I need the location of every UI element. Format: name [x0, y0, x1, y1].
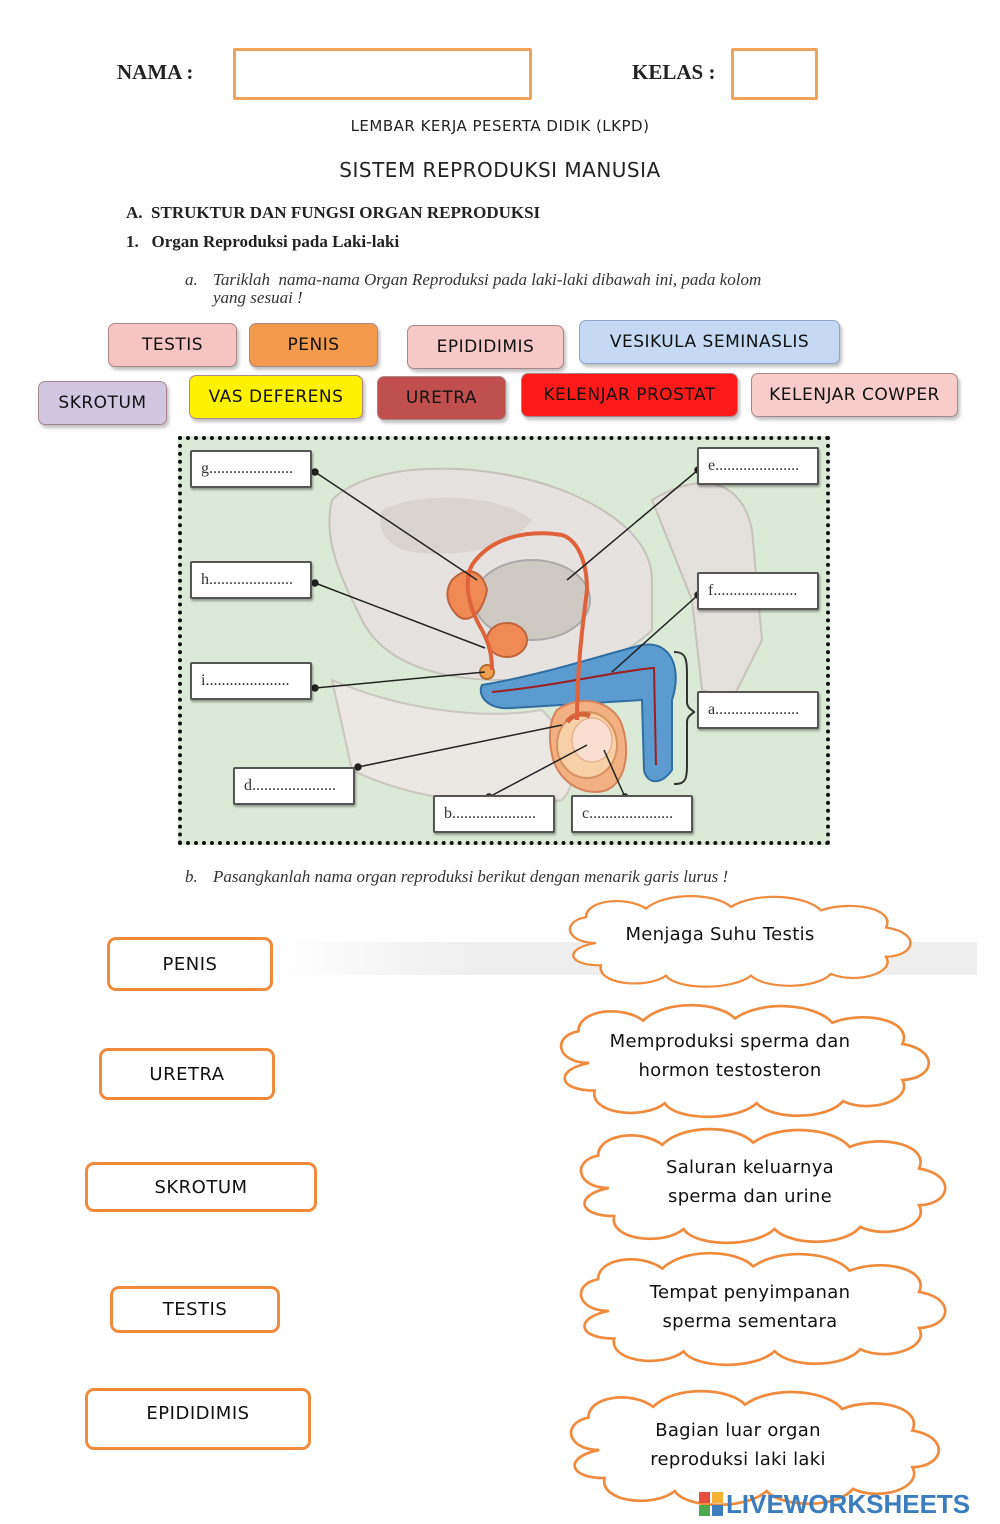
class-input[interactable]	[731, 48, 818, 100]
drop-slot-e[interactable]: e.....................	[697, 447, 819, 485]
match-target-4[interactable]: Tempat penyimpanan sperma sementara	[610, 1278, 890, 1336]
drop-slot-a[interactable]: a.....................	[697, 691, 819, 729]
chip-vas-deferens[interactable]: VAS DEFERENS	[189, 375, 363, 419]
drop-slot-label: e.....................	[708, 457, 800, 474]
instruction-a-line2: yang sesuai !	[213, 288, 303, 307]
cloud-line: reproduksi laki laki	[650, 1449, 826, 1470]
drop-slot-i[interactable]: i.....................	[190, 662, 312, 700]
cloud-line: Menjaga Suhu Testis	[625, 924, 815, 945]
match-item-label: URETRA	[149, 1063, 225, 1085]
worksheet-title: SISTEM REPRODUKSI MANUSIA	[339, 158, 661, 182]
chip-label: URETRA	[405, 388, 478, 408]
drop-slot-label: i.....................	[201, 672, 290, 689]
chip-skrotum[interactable]: SKROTUM	[38, 381, 167, 425]
chip-kelenjar-cowper[interactable]: KELENJAR COWPER	[751, 373, 958, 417]
name-label: NAMA :	[117, 60, 194, 84]
drop-slot-b[interactable]: b.....................	[433, 795, 555, 833]
cloud-line: Bagian luar organ	[655, 1420, 821, 1441]
chip-label: KELENJAR COWPER	[769, 385, 940, 405]
cloud-line: hormon testosteron	[638, 1060, 822, 1081]
match-target-5[interactable]: Bagian luar organ reproduksi laki laki	[598, 1416, 878, 1474]
chip-label: KELENJAR PROSTAT	[543, 385, 716, 405]
match-item-uretra[interactable]: URETRA	[99, 1048, 275, 1100]
drop-slot-label: c.....................	[582, 805, 674, 822]
cloud-line: sperma sementara	[662, 1311, 838, 1332]
cloud-line: Memproduksi sperma dan	[609, 1031, 851, 1052]
drop-slot-label: g.....................	[201, 460, 293, 477]
instruction-b-marker: b.	[185, 867, 198, 886]
cloud-line: Tempat penyimpanan	[649, 1282, 851, 1303]
logo-text: LIVEWORKSHEETS	[726, 1488, 971, 1519]
chip-kelenjar-prostat[interactable]: KELENJAR PROSTAT	[521, 373, 738, 417]
drop-slot-h[interactable]: h.....................	[190, 561, 312, 599]
chip-vesikula-seminaslis[interactable]: VESIKULA SEMINASLIS	[579, 320, 840, 364]
chip-label: VAS DEFERENS	[208, 387, 344, 407]
chip-penis[interactable]: PENIS	[249, 323, 378, 367]
chip-uretra[interactable]: URETRA	[377, 376, 506, 420]
match-item-testis[interactable]: TESTIS	[110, 1286, 280, 1333]
cloud-line: Saluran keluarnya	[666, 1157, 834, 1178]
instruction-a-line1: Tariklah nama-nama Organ Reproduksi pada…	[213, 270, 762, 289]
instruction-b: Pasangkanlah nama organ reproduksi berik…	[213, 867, 729, 886]
drop-slot-f[interactable]: f.....................	[697, 572, 819, 610]
drop-slot-label: a.....................	[708, 701, 800, 718]
name-input[interactable]	[233, 48, 532, 100]
reproductive-anatomy-illustration	[311, 466, 764, 805]
chip-label: EPIDIDIMIS	[436, 337, 535, 357]
logo-mark-icon	[699, 1492, 723, 1516]
match-target-1[interactable]: Menjaga Suhu Testis	[590, 920, 850, 949]
drop-slot-d[interactable]: d.....................	[233, 767, 355, 805]
drop-slot-label: b.....................	[444, 805, 536, 822]
match-item-label: SKROTUM	[154, 1176, 248, 1198]
match-target-2[interactable]: Memproduksi sperma dan hormon testosteron	[590, 1027, 870, 1085]
chip-label: TESTIS	[141, 335, 204, 355]
class-label: KELAS :	[632, 60, 716, 84]
drop-slot-label: d.....................	[244, 777, 336, 794]
instruction-a-marker: a.	[185, 270, 198, 289]
drop-slot-label: h.....................	[201, 571, 293, 588]
chip-label: PENIS	[287, 335, 340, 355]
match-item-penis[interactable]: PENIS	[107, 937, 273, 991]
match-item-skrotum[interactable]: SKROTUM	[85, 1162, 317, 1212]
drop-slot-g[interactable]: g.....................	[190, 450, 312, 488]
match-item-label: TESTIS	[162, 1299, 228, 1320]
section-subheading: 1. Organ Reproduksi pada Laki-laki	[126, 232, 400, 251]
drop-slot-label: f.....................	[708, 582, 798, 599]
diagram-frame	[178, 436, 830, 845]
match-item-label: EPIDIDIMIS	[146, 1403, 250, 1424]
worksheet-subtitle: LEMBAR KERJA PESERTA DIDIK (LKPD)	[350, 117, 650, 135]
match-item-label: PENIS	[162, 953, 218, 975]
drop-slot-c[interactable]: c.....................	[571, 795, 693, 833]
cloud-line: sperma dan urine	[668, 1186, 832, 1207]
chip-testis[interactable]: TESTIS	[108, 323, 237, 367]
liveworksheets-logo: LIVEWORKSHEETS	[698, 1487, 970, 1521]
chip-epididimis[interactable]: EPIDIDIMIS	[407, 325, 564, 369]
section-heading: A. STRUKTUR DAN FUNGSI ORGAN REPRODUKSI	[126, 203, 541, 222]
match-target-3[interactable]: Saluran keluarnya sperma dan urine	[610, 1153, 890, 1211]
match-item-epididimis[interactable]: EPIDIDIMIS	[85, 1388, 311, 1450]
chip-label: SKROTUM	[58, 393, 147, 413]
chip-label: VESIKULA SEMINASLIS	[609, 332, 810, 352]
